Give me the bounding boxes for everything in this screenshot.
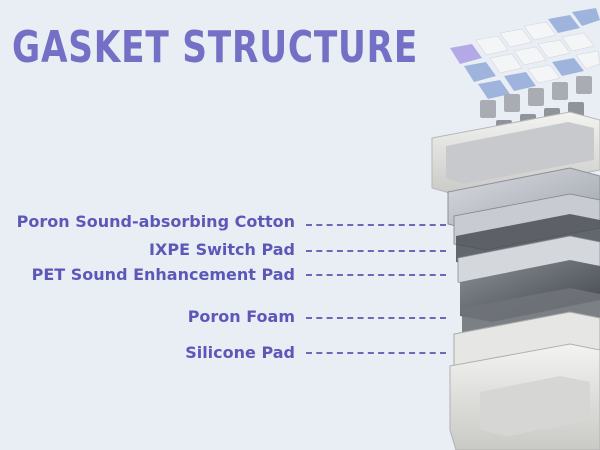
leader-line (306, 274, 446, 276)
leader-line (306, 352, 446, 354)
page-title: GASKET STRUCTURE (12, 22, 419, 73)
exploded-keyboard-illustration (431, 8, 600, 450)
leader-line (306, 317, 446, 319)
layer-label-ixpe-switch-pad: IXPE Switch Pad (149, 240, 295, 259)
layer-label-silicone-pad: Silicone Pad (185, 343, 295, 362)
layer-label-poron-foam: Poron Foam (187, 307, 295, 326)
leader-line (306, 250, 446, 252)
keycaps-layer (450, 8, 600, 99)
layer-label-pet-pad: PET Sound Enhancement Pad (31, 265, 295, 284)
leader-line (306, 224, 446, 226)
layer-label-poron-cotton: Poron Sound-absorbing Cotton (16, 212, 295, 231)
